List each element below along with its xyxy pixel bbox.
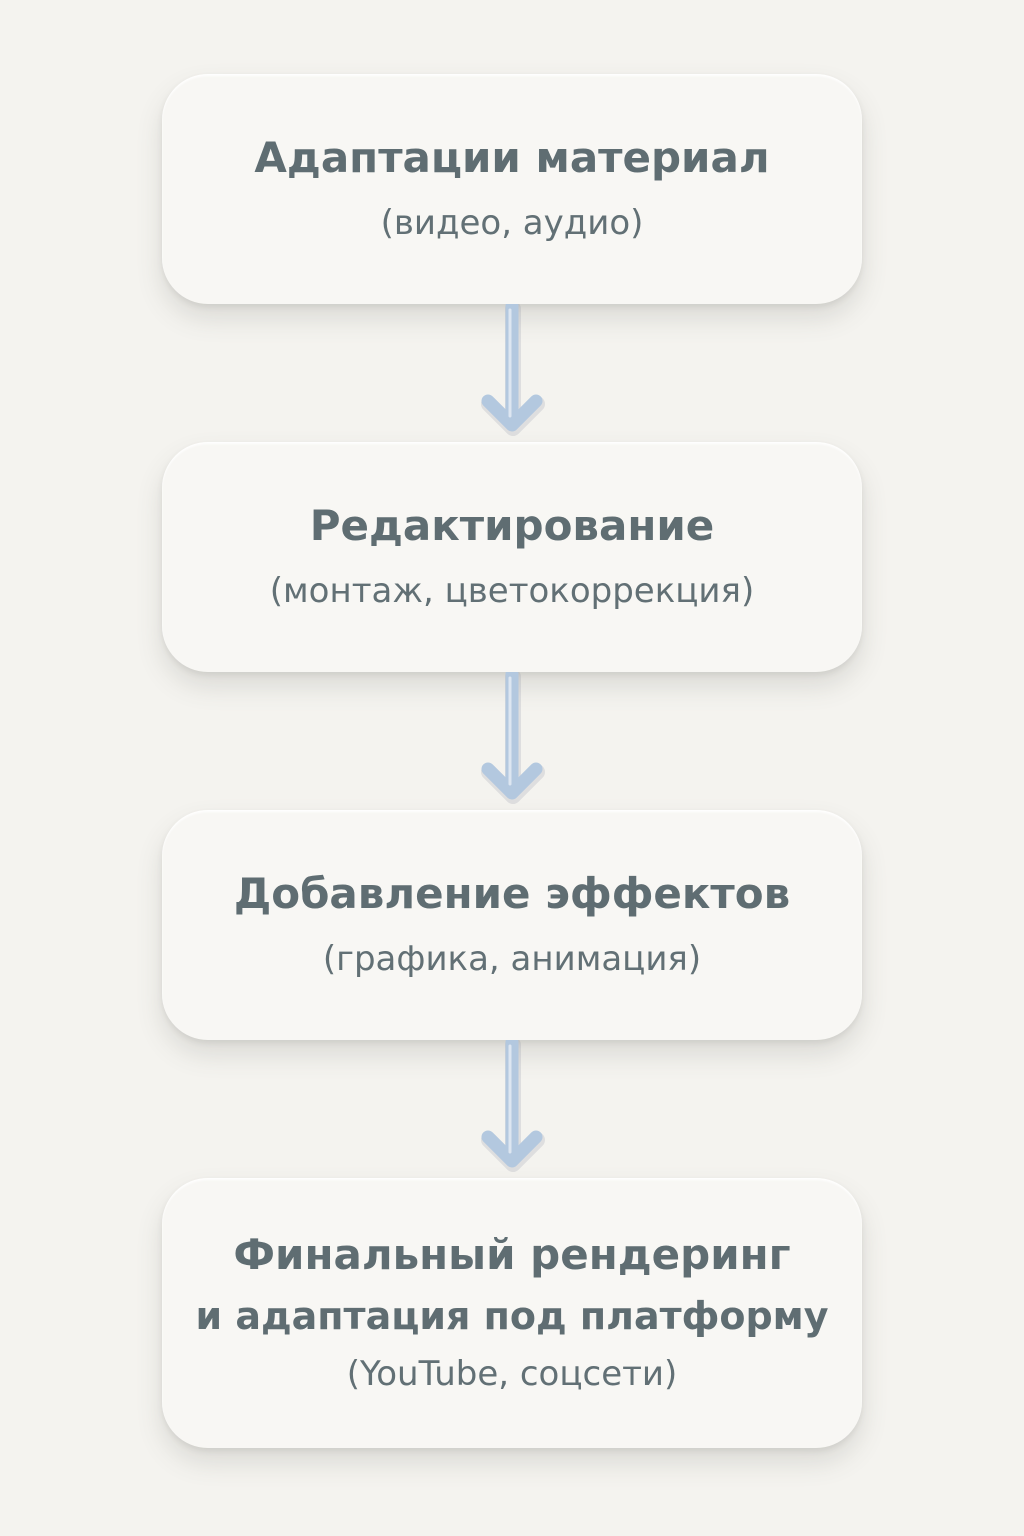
step-title: Добавление эффектов	[233, 869, 791, 918]
step-card-effects: Добавление эффектов (графика, анимация)	[162, 810, 862, 1040]
step-card-adaptation: Адаптации материал (видео, аудио)	[162, 74, 862, 304]
step-subtitle: (YouTube, соцсети)	[346, 1354, 678, 1394]
step-subtitle: (видео, аудио)	[380, 203, 644, 243]
step-card-editing: Редактирование (монтаж, цветокоррекция)	[162, 442, 862, 672]
arrow-down-icon	[481, 1040, 545, 1172]
step-subtitle: (графика, анимация)	[322, 939, 702, 979]
arrow-down-icon	[481, 672, 545, 804]
arrow-down-icon	[481, 304, 545, 436]
step-subtitle: (монтаж, цветокоррекция)	[269, 571, 755, 611]
step-title: Адаптации материал	[254, 133, 770, 182]
step-title: Финальный рендеринг	[233, 1230, 791, 1279]
step-card-final-render: Финальный рендеринг и адаптация под плат…	[162, 1178, 862, 1448]
step-title: Редактирование	[309, 501, 715, 550]
step-title-line2: и адаптация под платформу	[195, 1294, 829, 1338]
